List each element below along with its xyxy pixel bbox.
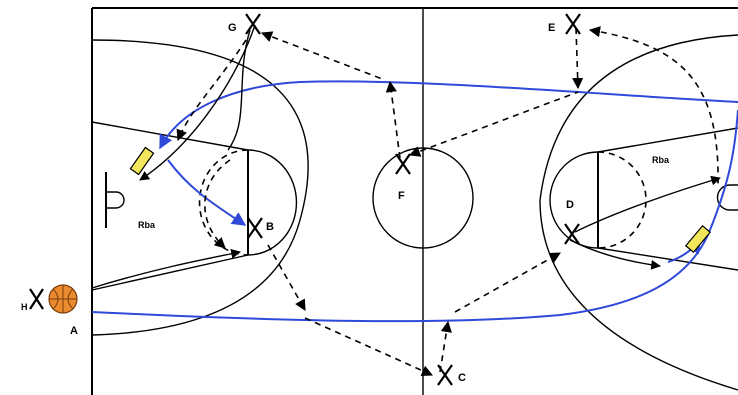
pass-paths — [91, 80, 738, 323]
dash-screen-loop — [204, 159, 231, 249]
player-g-marker: G — [228, 13, 261, 35]
cut-d-right — [574, 175, 721, 233]
left-rim — [106, 191, 125, 209]
player-a-label: A — [70, 325, 78, 337]
cut-a-lane — [91, 248, 241, 289]
dash-e-right — [588, 26, 719, 186]
right-lane-top — [597, 127, 738, 153]
left-lane-bottom — [91, 254, 249, 291]
dash-b-down — [267, 244, 306, 311]
dash-f-up — [385, 80, 401, 159]
basketball — [48, 284, 78, 314]
pass-path-top — [159, 80, 738, 150]
movement-paths — [91, 24, 721, 289]
dash-g-f — [260, 31, 386, 81]
left-three-point-arc — [91, 39, 309, 336]
court-lines — [91, 7, 738, 395]
pass-path-to-b — [167, 159, 247, 226]
player-h-label: H — [21, 302, 28, 312]
right-ft-circle-outer — [549, 151, 599, 249]
dash-g-down — [176, 39, 247, 142]
screen-markers — [129, 146, 712, 254]
player-c-label: C — [458, 372, 466, 384]
left-ft-circle-outer — [247, 149, 298, 256]
dash-e-down — [572, 27, 584, 90]
player-f-label: F — [398, 190, 405, 202]
screen-marker-right — [684, 224, 712, 254]
player-b-marker: B — [247, 217, 274, 239]
player-g-label: G — [228, 22, 237, 34]
players: G E F B D C H A — [21, 13, 581, 386]
player-e-marker: E — [548, 13, 581, 35]
cut-d-baseline — [569, 239, 661, 270]
player-d-marker: D — [564, 199, 580, 245]
player-b-label: B — [266, 221, 274, 233]
dashed-paths — [176, 26, 719, 376]
right-rim — [716, 184, 738, 211]
player-h-marker: H — [21, 288, 44, 312]
player-c-marker: C — [437, 364, 466, 386]
screen-marker-left — [129, 146, 155, 176]
right-three-point-arc — [539, 34, 738, 391]
center-circle — [372, 147, 474, 249]
cut-g-to-block — [139, 24, 256, 181]
cut-g-curl — [227, 29, 251, 151]
player-e-label: E — [548, 22, 555, 34]
player-f-marker: F — [395, 153, 411, 202]
right-lane-bottom — [597, 247, 738, 271]
rebound-label-left: Rba — [138, 220, 156, 230]
right-ft-circle-inner — [597, 151, 647, 249]
dash-to-c — [304, 317, 434, 376]
dash-to-d — [454, 252, 561, 313]
dash-c-up — [439, 320, 452, 373]
pass-path-bottom — [91, 109, 738, 323]
left-ft-circle-inner — [198, 149, 249, 256]
dash-f-e — [408, 91, 579, 157]
player-d-label: D — [566, 199, 574, 211]
left-lane-top — [91, 121, 249, 151]
rebound-label-right: Rba — [652, 155, 670, 165]
